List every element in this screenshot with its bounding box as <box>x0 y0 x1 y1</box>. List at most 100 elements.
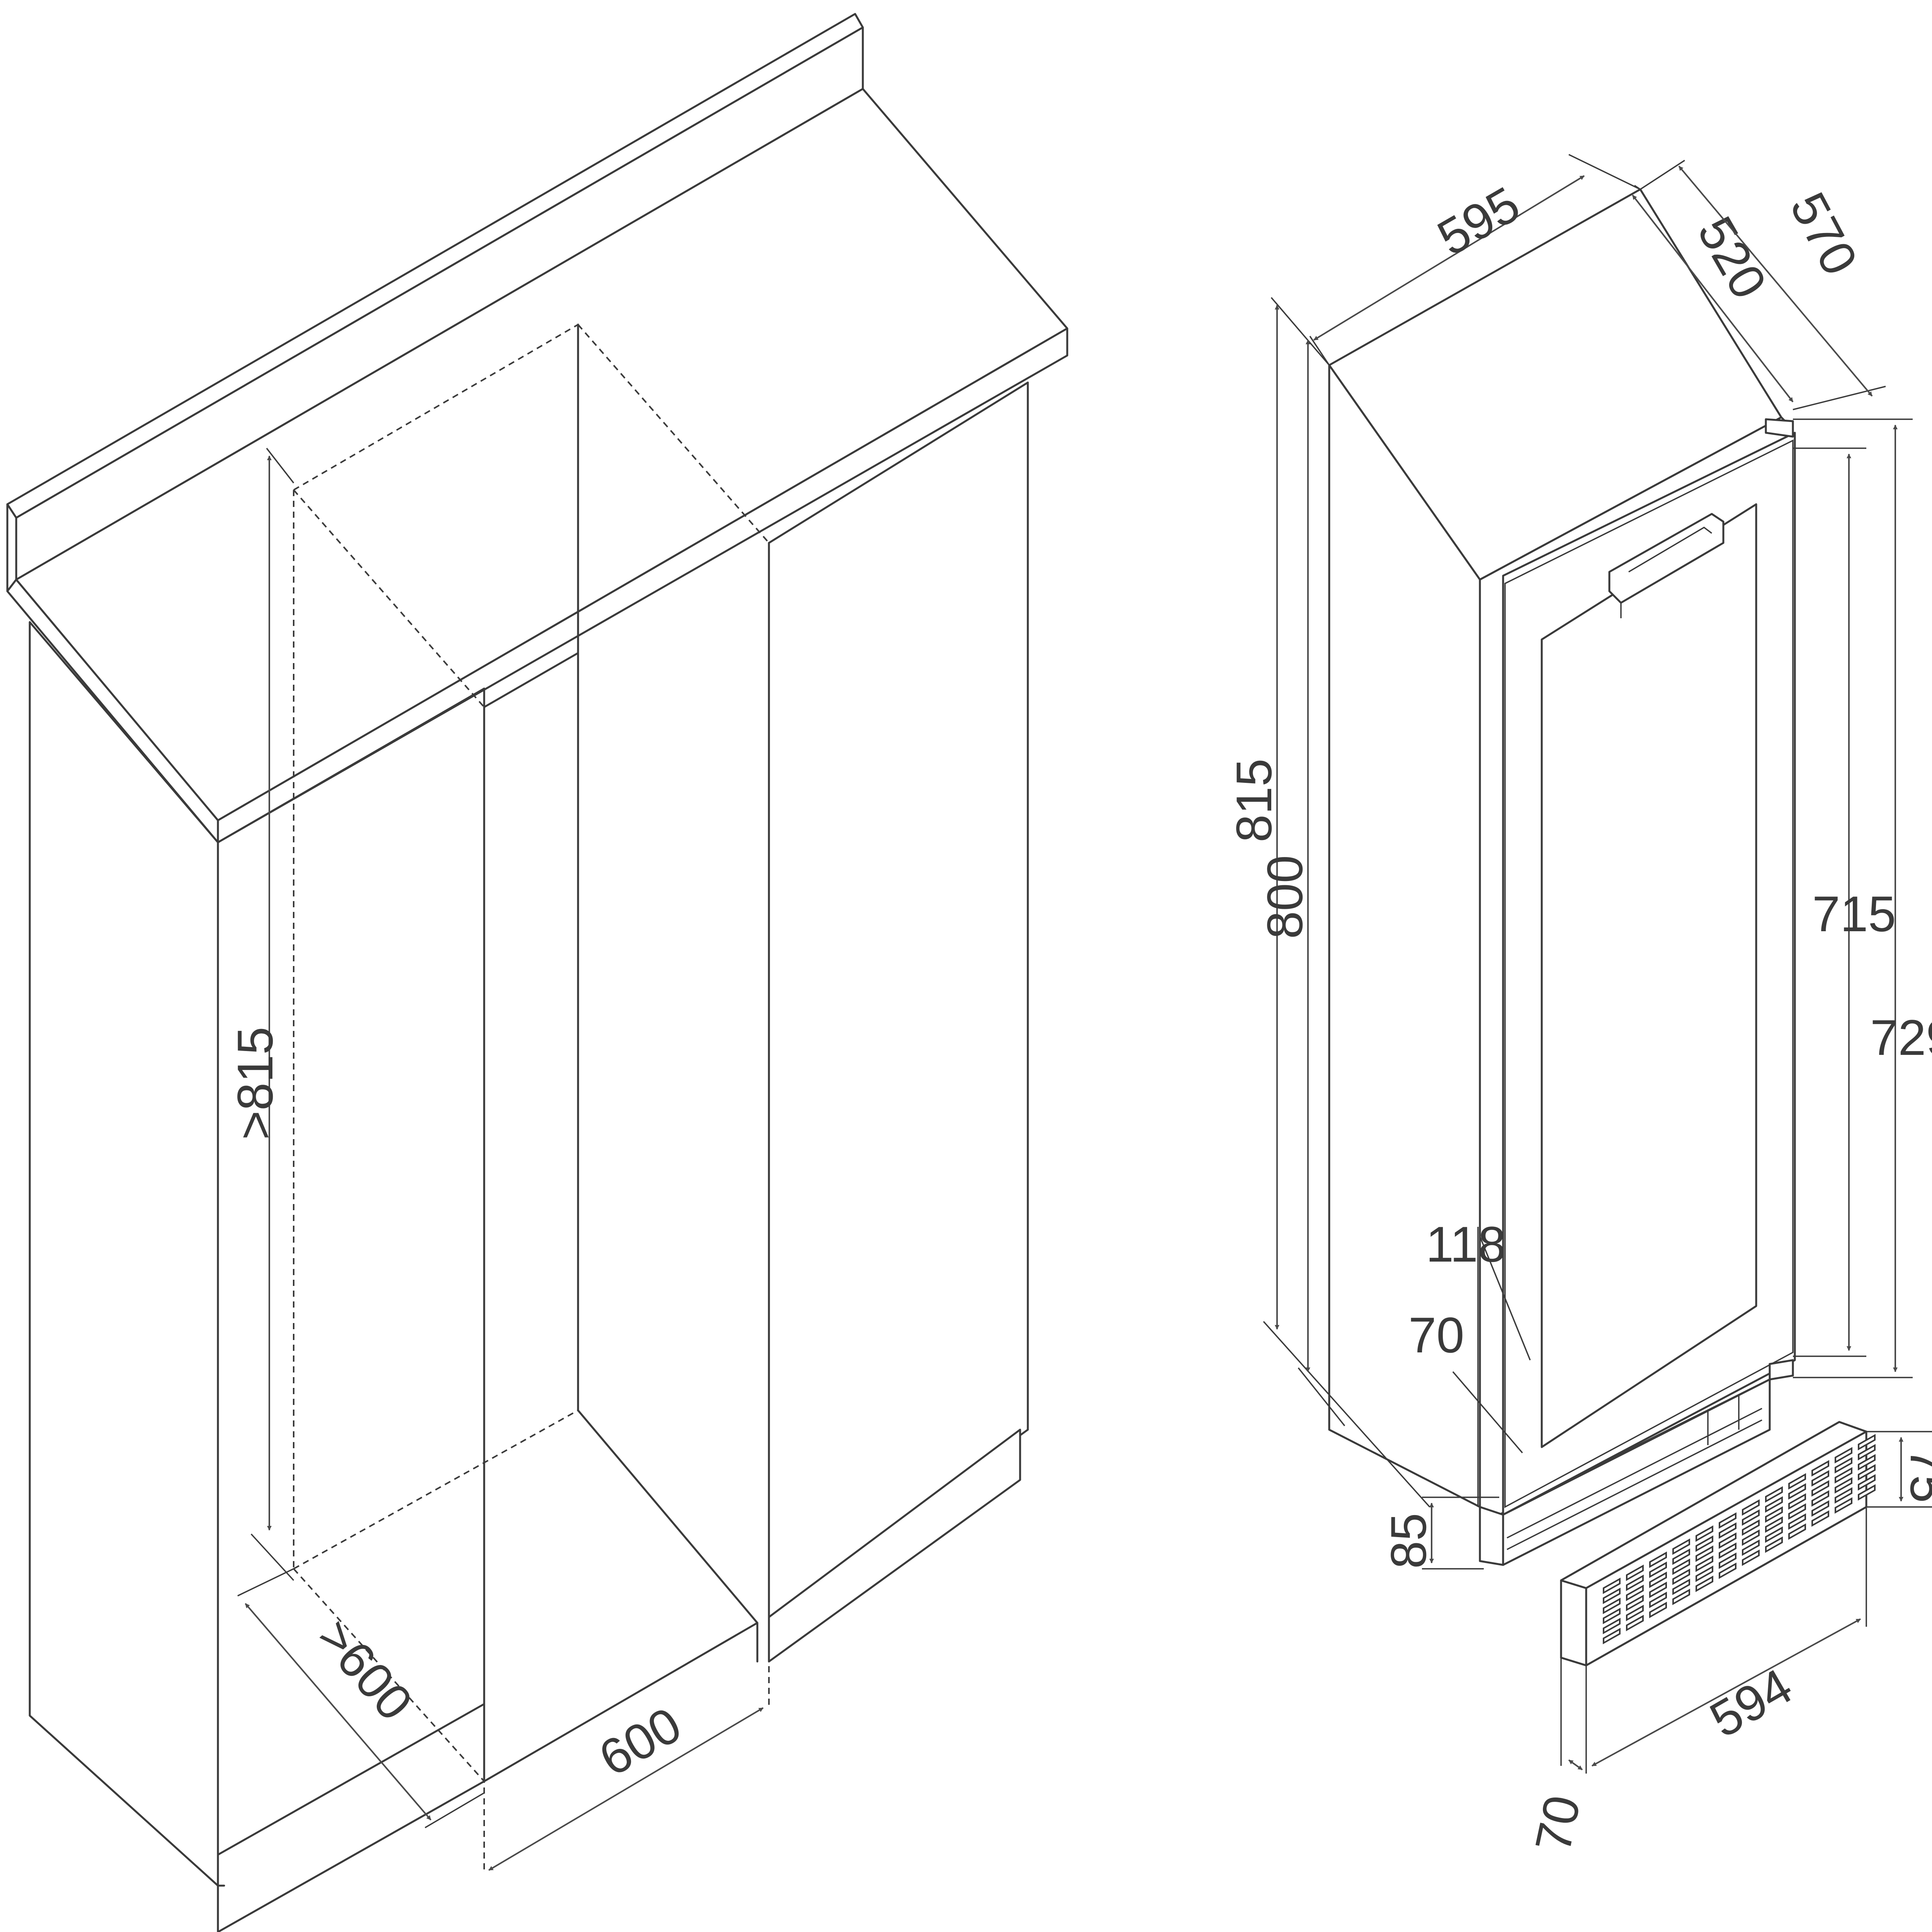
offset-70-dimension: 70 <box>1408 1307 1523 1507</box>
grille-slot <box>1672 1578 1690 1595</box>
grille-slot <box>1649 1561 1667 1578</box>
door-height-715-dimension: 715 <box>1793 447 1896 1357</box>
grille-slot <box>1835 1487 1852 1504</box>
grille-slot <box>1649 1602 1667 1618</box>
grille-slot <box>1788 1523 1806 1540</box>
grille-slot <box>1672 1538 1690 1555</box>
grille-depth-dimension: 70 <box>1524 1658 1591 1857</box>
grille-slot <box>1765 1536 1783 1553</box>
door-height-729-label: 729 <box>1870 1009 1932 1066</box>
grille-slot <box>1788 1493 1806 1510</box>
grille-slot <box>1811 1500 1829 1517</box>
appliance-door <box>1502 432 1796 1516</box>
grille-slot <box>1788 1473 1806 1490</box>
grille-slot <box>1811 1480 1829 1497</box>
grille-slot <box>1742 1539 1760 1556</box>
grille-slot <box>1858 1454 1876 1471</box>
grille-slot <box>1811 1470 1829 1487</box>
grille-slot <box>1835 1477 1852 1494</box>
door-height-715-label: 715 <box>1812 886 1896 942</box>
overall-height-dimension: 815 <box>1226 297 1430 1508</box>
grille-slot <box>1835 1447 1852 1464</box>
grille-slot <box>1788 1503 1806 1520</box>
grille-slot <box>1719 1552 1736 1569</box>
grille-slot <box>1742 1509 1760 1526</box>
grille-slot <box>1765 1496 1783 1513</box>
bottom-hinge <box>1769 1359 1794 1381</box>
overall-height-label: 815 <box>1226 759 1282 842</box>
grille-slot <box>1858 1444 1876 1461</box>
grille-slot <box>1603 1587 1621 1604</box>
kitchen-cabinet-niche: >815 >600 600 <box>6 13 1068 1932</box>
grille-depth-label: 70 <box>1524 1791 1591 1857</box>
niche-height-label: >815 <box>227 1027 283 1140</box>
grille-slot <box>1765 1506 1783 1523</box>
grille-slot <box>1626 1605 1644 1621</box>
grille-slot <box>1696 1555 1713 1572</box>
grille-slot <box>1835 1457 1852 1474</box>
grille-slot <box>1835 1497 1852 1514</box>
grille-slot <box>1835 1467 1852 1484</box>
top-hinge <box>1765 418 1794 438</box>
niche-height-dimension: >815 <box>227 447 294 1581</box>
niche-depth-label: >600 <box>307 1609 423 1731</box>
plinth-85-dimension: 85 <box>1380 1497 1499 1570</box>
door-height-729-dimension: 729 <box>1793 418 1932 1378</box>
grille-slot <box>1649 1592 1667 1608</box>
grille-slot <box>1765 1526 1783 1543</box>
grille-slot <box>1742 1549 1760 1566</box>
niche-interior <box>483 323 759 1782</box>
grille-slot <box>1742 1529 1760 1546</box>
grille-slot <box>1811 1490 1829 1507</box>
grille-slot <box>1788 1483 1806 1500</box>
grille-slot <box>1742 1499 1760 1516</box>
grille-slot <box>1858 1434 1876 1451</box>
grille-slot <box>1696 1565 1713 1582</box>
grille-width-label: 594 <box>1701 1657 1801 1748</box>
grille-slots <box>1603 1434 1876 1645</box>
top-width-label: 595 <box>1428 175 1529 266</box>
plinth-85-label: 85 <box>1380 1513 1437 1569</box>
grille-slot <box>1696 1525 1713 1542</box>
grille-slot <box>1672 1548 1690 1565</box>
grille-height-dimension: 75 <box>1866 1431 1932 1508</box>
body-height-dimension: 800 <box>1257 340 1345 1427</box>
grille-slot <box>1719 1532 1736 1549</box>
offset-118-dimension: 118 <box>1426 1216 1531 1507</box>
grille-slot <box>1672 1558 1690 1575</box>
grille-slot <box>1719 1512 1736 1529</box>
grille-slot <box>1811 1510 1829 1527</box>
right-cabinet <box>756 381 1029 1663</box>
grille-slot <box>1603 1577 1621 1594</box>
grille-slot <box>1811 1460 1829 1477</box>
grille-slot <box>1858 1464 1876 1481</box>
grille-slot <box>1603 1597 1621 1614</box>
grille-slot <box>1626 1585 1644 1601</box>
grille-slot <box>1858 1484 1876 1501</box>
door-handle[interactable] <box>1608 513 1725 618</box>
grille-slot <box>1672 1568 1690 1585</box>
grille-slot <box>1765 1516 1783 1533</box>
grille-slot <box>1742 1519 1760 1536</box>
grille-slot <box>1649 1582 1667 1598</box>
depth-570-label: 570 <box>1779 184 1869 284</box>
grille-slot <box>1719 1562 1736 1579</box>
wine-cooler-appliance: 595 520 570 815 800 <box>1226 154 1932 1570</box>
grille-slot <box>1626 1595 1644 1611</box>
grille-slot <box>1696 1535 1713 1552</box>
niche-width-dimension: 600 <box>488 1696 764 1871</box>
grille-slot <box>1858 1474 1876 1491</box>
grille-slot <box>1626 1565 1644 1581</box>
grille-slot <box>1696 1545 1713 1562</box>
grille-slot <box>1765 1486 1783 1503</box>
worktop <box>6 13 1068 844</box>
offset-70-label: 70 <box>1408 1307 1464 1363</box>
offset-118-label: 118 <box>1426 1216 1506 1272</box>
grille-slot <box>1719 1542 1736 1559</box>
grille-slot <box>1649 1571 1667 1588</box>
grille-slot <box>1788 1513 1806 1530</box>
grille-slot <box>1696 1575 1713 1592</box>
grille-slot <box>1649 1551 1667 1568</box>
grille-slot <box>1672 1588 1690 1605</box>
